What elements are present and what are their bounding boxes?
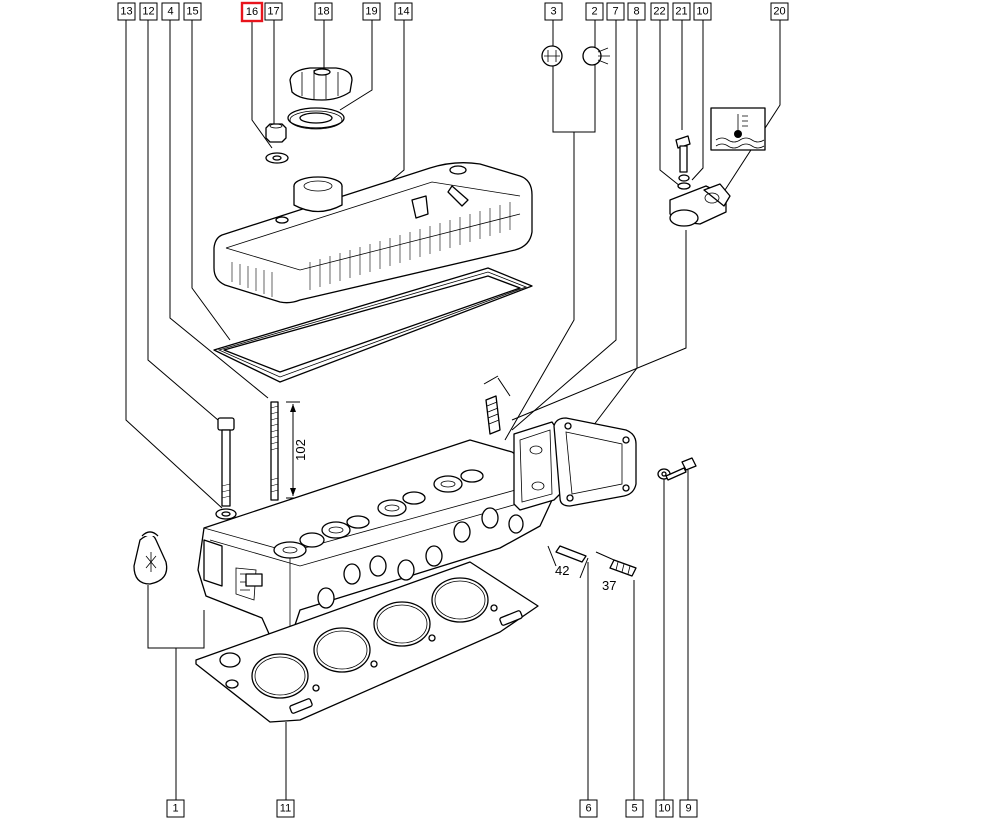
callout-6[interactable]: 6 xyxy=(579,799,598,818)
svg-text:6: 6 xyxy=(585,803,591,815)
side-cover-plate xyxy=(553,417,637,507)
callout-17[interactable]: 17 xyxy=(264,2,283,21)
svg-text:16: 16 xyxy=(246,6,258,18)
cover-washer xyxy=(265,152,289,164)
dowel-5: 37 xyxy=(595,551,637,593)
callout-10-top[interactable]: 10 xyxy=(693,2,712,21)
sealant-pouch xyxy=(133,531,168,585)
callout-21[interactable]: 21 xyxy=(672,2,691,21)
svg-text:18: 18 xyxy=(317,6,329,18)
valve-guide-part-2 xyxy=(582,46,610,66)
svg-text:8: 8 xyxy=(633,6,639,18)
filler-cap xyxy=(289,67,353,101)
dowel-6: 42 xyxy=(547,545,589,579)
svg-text:1: 1 xyxy=(172,803,178,815)
callout-14[interactable]: 14 xyxy=(394,2,413,21)
callout-1[interactable]: 1 xyxy=(166,799,185,818)
svg-text:10: 10 xyxy=(658,803,670,815)
callout-13[interactable]: 13 xyxy=(117,2,136,21)
callout-4[interactable]: 4 xyxy=(161,2,180,21)
svg-text:14: 14 xyxy=(397,6,409,18)
callout-10-bottom[interactable]: 10 xyxy=(655,799,674,818)
stud-length-label: 102 xyxy=(293,439,308,461)
side-plate-gasket xyxy=(513,421,561,511)
callout-9[interactable]: 9 xyxy=(679,799,698,818)
rocker-cover-gasket xyxy=(213,267,533,383)
callout-2[interactable]: 2 xyxy=(585,2,604,21)
temperature-sensor-icon xyxy=(710,107,766,151)
thermostat-spring-washer xyxy=(677,182,691,190)
valve-spring xyxy=(483,375,511,435)
callout-16[interactable]: 16 xyxy=(240,1,264,23)
callout-20[interactable]: 20 xyxy=(770,2,789,21)
svg-text:17: 17 xyxy=(267,6,279,18)
callout-18[interactable]: 18 xyxy=(314,2,333,21)
filler-cap-seal xyxy=(287,107,345,130)
rocker-cover-ribs xyxy=(231,202,511,297)
head-bolt-washer xyxy=(215,508,237,520)
svg-text:7: 7 xyxy=(612,6,618,18)
plate-bolt xyxy=(665,457,697,481)
svg-text:12: 12 xyxy=(142,6,154,18)
svg-text:5: 5 xyxy=(631,803,637,815)
callout-19[interactable]: 19 xyxy=(362,2,381,21)
svg-text:20: 20 xyxy=(773,6,785,18)
svg-text:2: 2 xyxy=(591,6,597,18)
callout-5[interactable]: 5 xyxy=(625,799,644,818)
cover-nut xyxy=(265,123,287,143)
svg-text:10: 10 xyxy=(696,6,708,18)
callout-11[interactable]: 11 xyxy=(276,799,295,818)
callout-12[interactable]: 12 xyxy=(139,2,158,21)
callout-22[interactable]: 22 xyxy=(650,2,669,21)
svg-text:4: 4 xyxy=(167,6,173,18)
callout-7[interactable]: 7 xyxy=(606,2,625,21)
svg-text:13: 13 xyxy=(120,6,132,18)
dowel-6-length-label: 42 xyxy=(555,563,569,578)
cover-stud xyxy=(270,401,279,501)
thermostat-housing xyxy=(669,183,731,227)
head-gasket xyxy=(195,561,539,723)
valve-guide-part-3 xyxy=(541,45,563,67)
callouts-bottom: 1 11 6 5 10 9 xyxy=(166,799,698,818)
svg-text:21: 21 xyxy=(675,6,687,18)
cylinder-head xyxy=(197,439,553,641)
callout-8[interactable]: 8 xyxy=(627,2,646,21)
callout-15[interactable]: 15 xyxy=(183,2,202,21)
svg-text:15: 15 xyxy=(186,6,198,18)
head-bolt xyxy=(217,417,235,507)
svg-text:9: 9 xyxy=(685,803,691,815)
svg-text:19: 19 xyxy=(365,6,377,18)
dowel-5-length-label: 37 xyxy=(602,578,616,593)
leader-lines xyxy=(125,20,781,800)
thermostat-washer xyxy=(678,174,690,182)
callouts-top: 13 12 4 15 16 17 18 19 14 3 2 7 8 22 21 … xyxy=(117,1,789,23)
thermostat-bolt xyxy=(675,135,691,173)
svg-text:3: 3 xyxy=(550,6,556,18)
stud-dimension: 102 xyxy=(286,401,308,499)
svg-text:11: 11 xyxy=(280,803,291,815)
svg-text:22: 22 xyxy=(653,6,665,18)
callout-3[interactable]: 3 xyxy=(544,2,563,21)
rocker-cover xyxy=(213,162,533,304)
